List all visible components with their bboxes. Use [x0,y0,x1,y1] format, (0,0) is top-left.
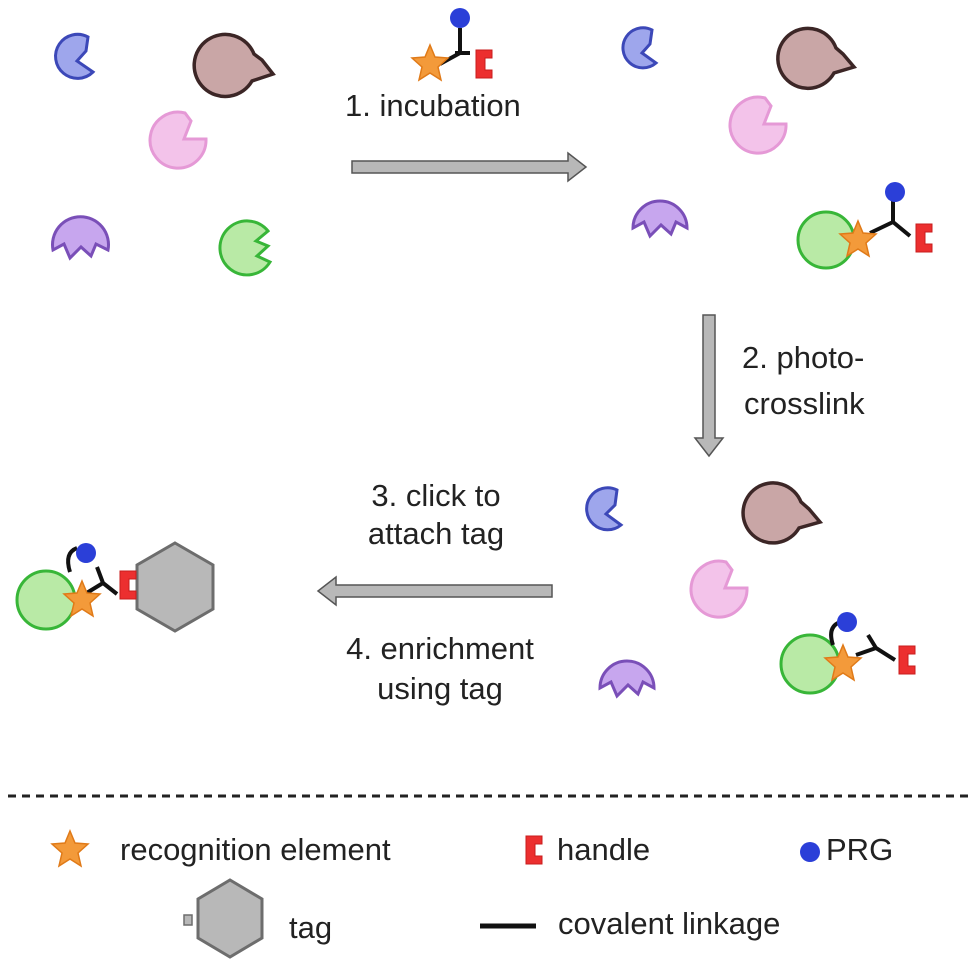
legend-handle-label: handle [557,832,651,867]
protein-blue [621,26,659,70]
protein-pink [148,110,208,170]
protein-brown [192,32,276,99]
protein-probe-complex-2 [779,612,916,695]
panel-3-proteins [585,481,824,699]
legend-tag-label: tag [289,910,333,945]
protein-brown [776,26,858,91]
protein-brown [741,481,824,545]
step-2-label-line2: crosslink [744,386,865,421]
arrow-step-3 [316,575,553,607]
step-4-label-line1: 4. enrichment [346,631,534,666]
legend-star-icon [51,830,89,867]
step-2-label-line1: 2. photo- [742,340,865,375]
step-3-label-line2: attach tag [367,516,505,551]
protein-probe-complex-1 [796,182,933,270]
step-3-label-line1: 3. click to [371,478,501,513]
handle-block [475,49,493,79]
enriched-complex [15,541,215,633]
legend-handle-icon [525,835,543,865]
legend-prg-icon [800,842,820,862]
step-1-label: 1. incubation [345,88,521,123]
arrow-step-2 [693,314,725,458]
step-4-label-line2: using tag [377,671,503,706]
protein-purple [598,659,656,699]
recognition-star [411,44,449,81]
panel-2-proteins [621,26,858,239]
prg-dot [450,8,470,28]
protein-purple [51,215,110,261]
protein-purple [631,199,689,239]
arrow-step-1 [351,151,588,183]
protein-pink [689,559,749,619]
protein-pink [728,95,788,155]
tag-hexagon [135,541,215,633]
panel-1-proteins [51,32,276,277]
protein-blue [54,32,96,80]
protein-green [218,219,273,277]
probe-molecule [411,8,493,81]
legend-prg-label: PRG [826,832,894,867]
protein-blue [585,486,624,532]
legend-tag-icon [183,878,264,959]
legend-recognition-label: recognition element [120,832,391,867]
legend-linkage-label: covalent linkage [558,906,781,941]
